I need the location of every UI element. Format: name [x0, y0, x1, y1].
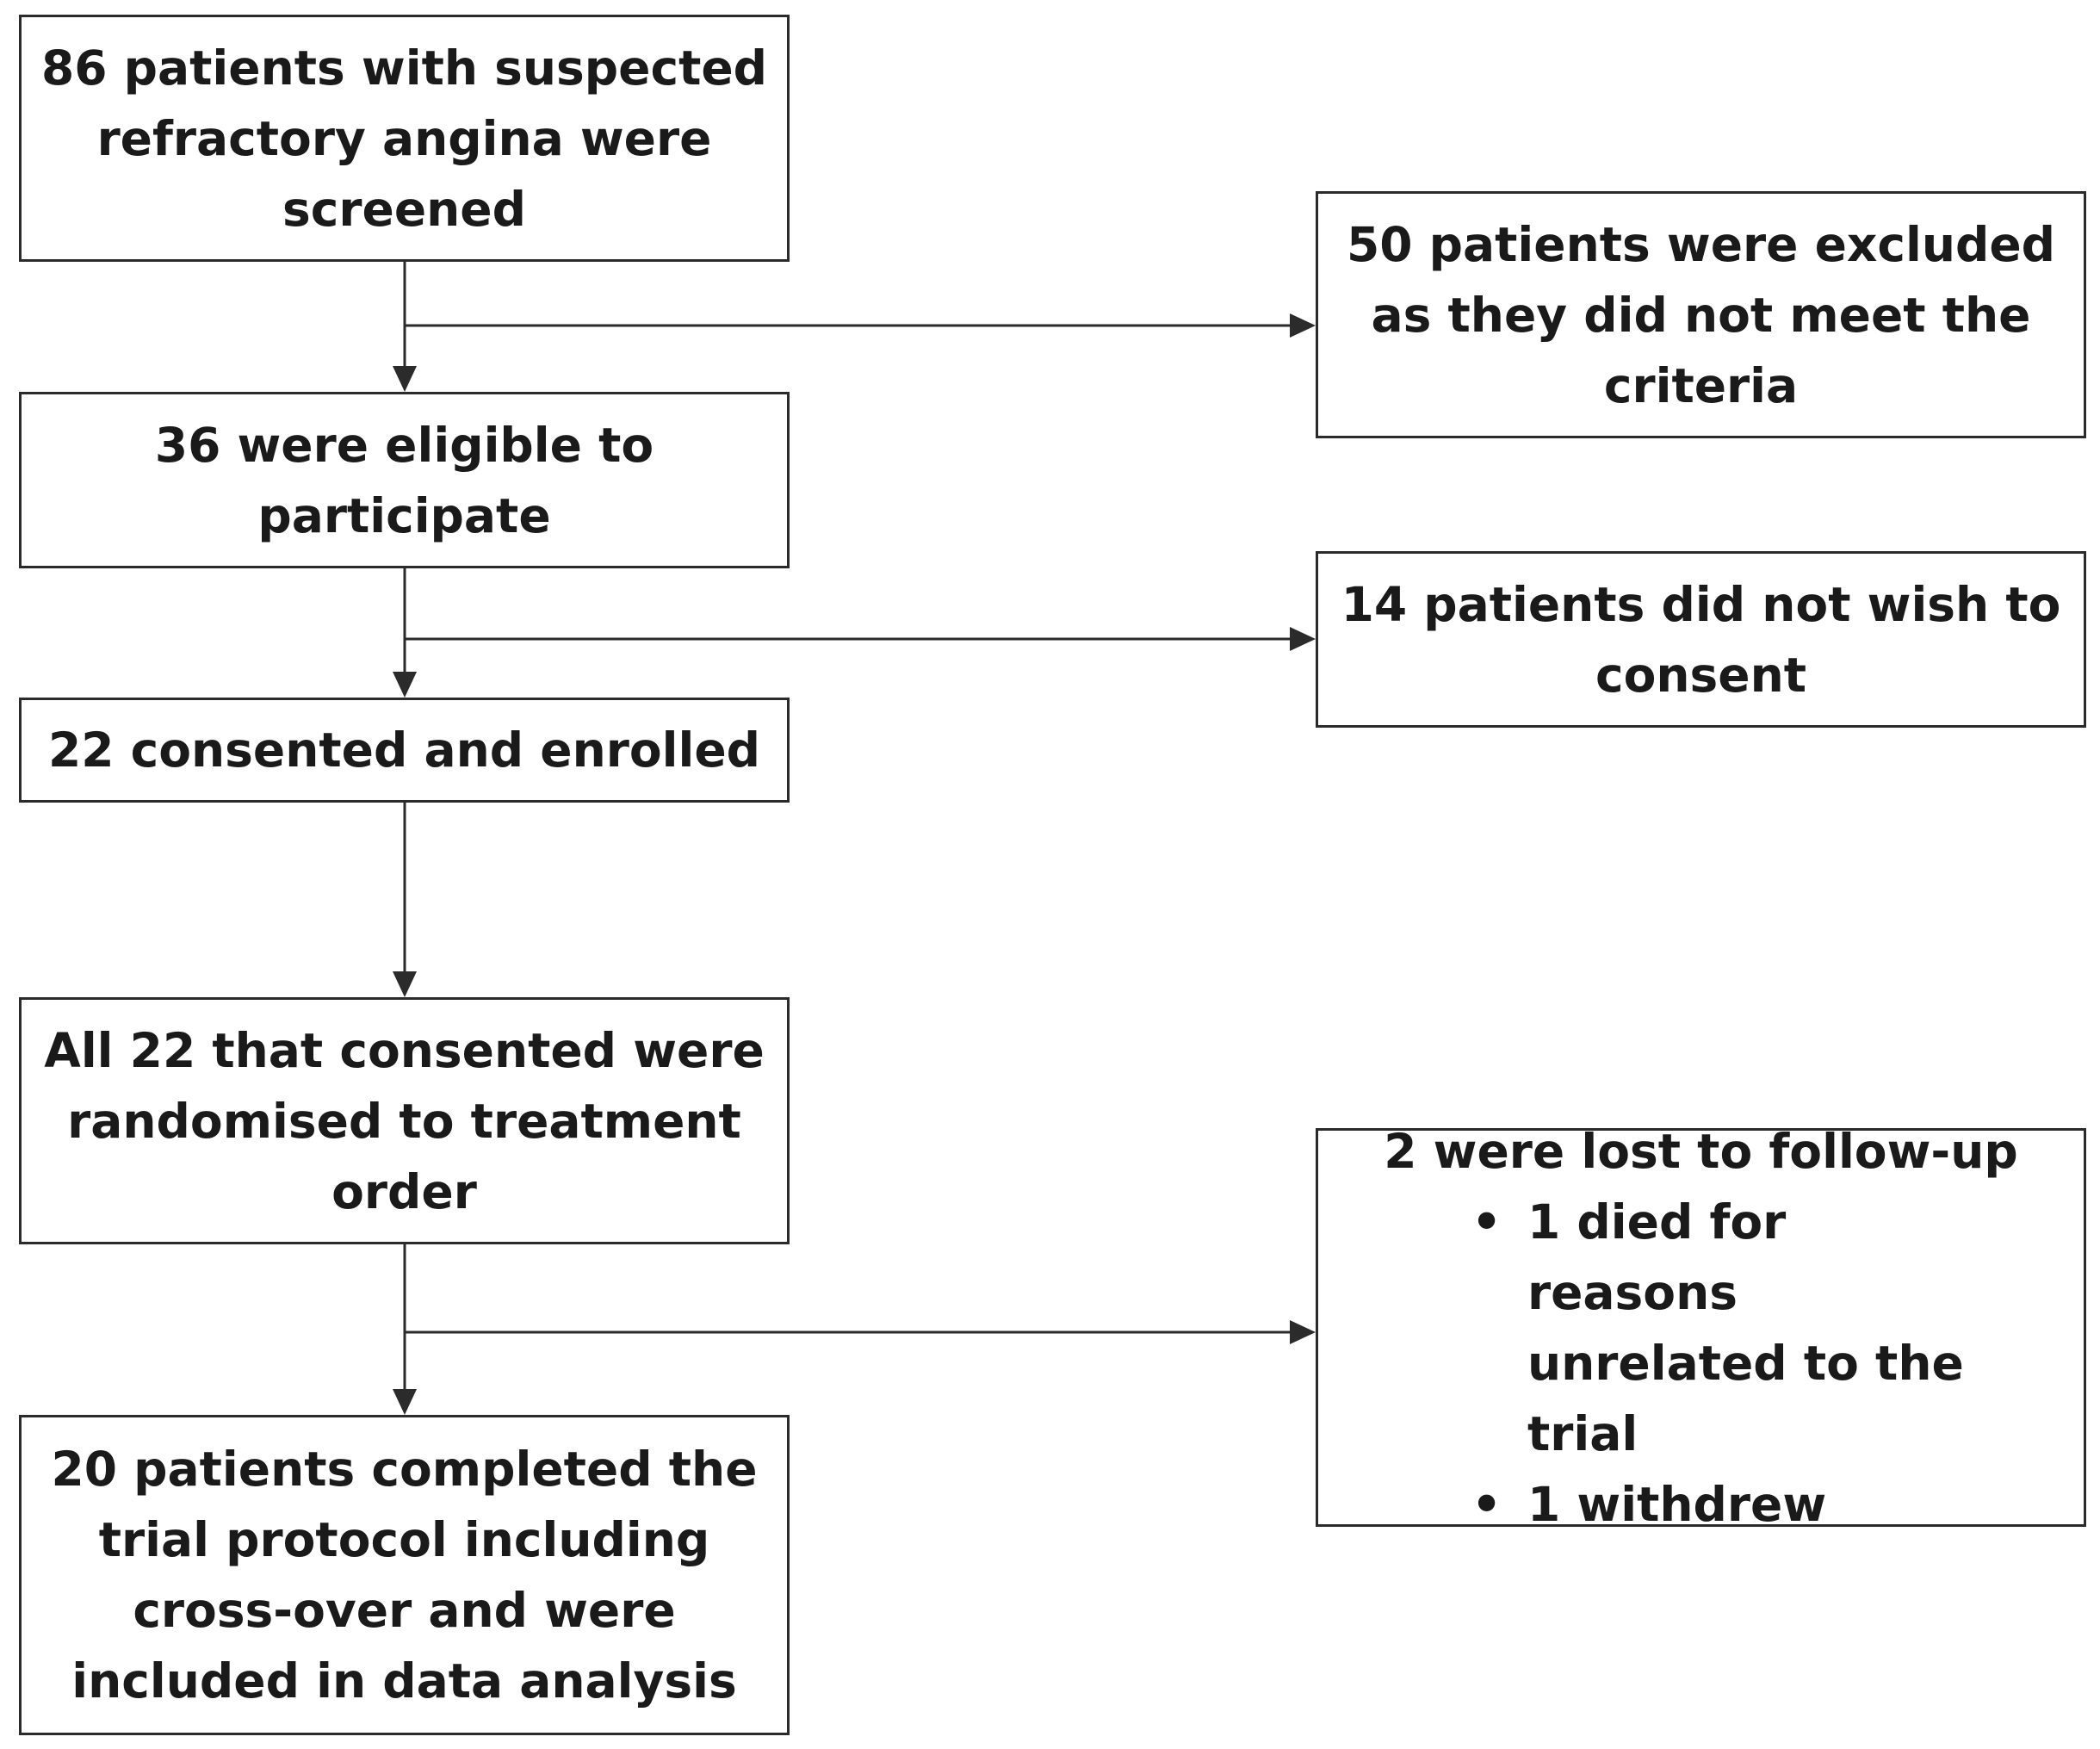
arrowhead-eligible: [393, 366, 417, 392]
screened-box: 86 patients with suspected refractory an…: [19, 15, 790, 262]
completed-line-3: cross-over and were: [133, 1583, 676, 1638]
bullet-icon: •: [1471, 1194, 1502, 1250]
excluded-line-3: criteria: [1603, 357, 1799, 413]
lost-reason-withdrew: • 1 withdrew: [1471, 1469, 1984, 1540]
randomised-line-2: randomised to treatment: [67, 1093, 741, 1149]
withdrew-line-1: 1 withdrew: [1527, 1476, 1827, 1532]
completed-line-1: 20 patients completed the: [51, 1442, 758, 1497]
randomised-box: All 22 that consented were randomised to…: [19, 997, 790, 1244]
lost-box: 2 were lost to follow-up • 1 died for re…: [1316, 1124, 2086, 1532]
eligible-line-2: participate: [257, 487, 551, 543]
lost-title: 2 were lost to follow-up: [1384, 1123, 2018, 1179]
screened-line-3: screened: [282, 181, 526, 237]
lost-reasons-list: • 1 died for reasons unrelated to the tr…: [1413, 1187, 1984, 1540]
declined-line-2: consent: [1595, 647, 1807, 703]
arrowhead-lost: [1290, 1320, 1316, 1344]
enrolled-line-1: 22 consented and enrolled: [47, 723, 761, 778]
excluded-line-2: as they did not meet the: [1371, 287, 2031, 343]
arrowhead-excluded: [1290, 313, 1316, 338]
completed-line-2: trial protocol including: [98, 1512, 710, 1567]
declined-box: 14 patients did not wish to consent: [1316, 551, 2086, 728]
arrowhead-completed: [393, 1389, 417, 1415]
excluded-line-1: 50 patients were excluded: [1346, 216, 2056, 272]
declined-line-1: 14 patients did not wish to: [1341, 576, 2061, 632]
died-line-2: unrelated to the: [1527, 1335, 1964, 1391]
excluded-box: 50 patients were excluded as they did no…: [1316, 191, 2086, 438]
died-line-3: trial: [1527, 1405, 1638, 1461]
completed-line-4: included in data analysis: [71, 1653, 737, 1709]
screened-line-1: 86 patients with suspected: [40, 40, 768, 96]
arrowhead-declined: [1290, 627, 1316, 651]
died-line-1: 1 died for reasons: [1527, 1194, 1787, 1320]
lost-reason-died: • 1 died for reasons unrelated to the tr…: [1471, 1187, 1984, 1469]
eligible-box: 36 were eligible to participate: [19, 392, 790, 568]
randomised-line-1: All 22 that consented were: [44, 1022, 765, 1078]
enrolled-box: 22 consented and enrolled: [19, 698, 790, 803]
eligible-line-1: 36 were eligible to: [154, 417, 654, 473]
screened-line-2: refractory angina were: [96, 110, 712, 166]
arrowhead-randomised: [393, 971, 417, 997]
arrowhead-enrolled: [393, 672, 417, 698]
bullet-icon: •: [1471, 1476, 1502, 1532]
randomised-line-3: order: [331, 1163, 477, 1219]
completed-box: 20 patients completed the trial protocol…: [19, 1415, 790, 1735]
